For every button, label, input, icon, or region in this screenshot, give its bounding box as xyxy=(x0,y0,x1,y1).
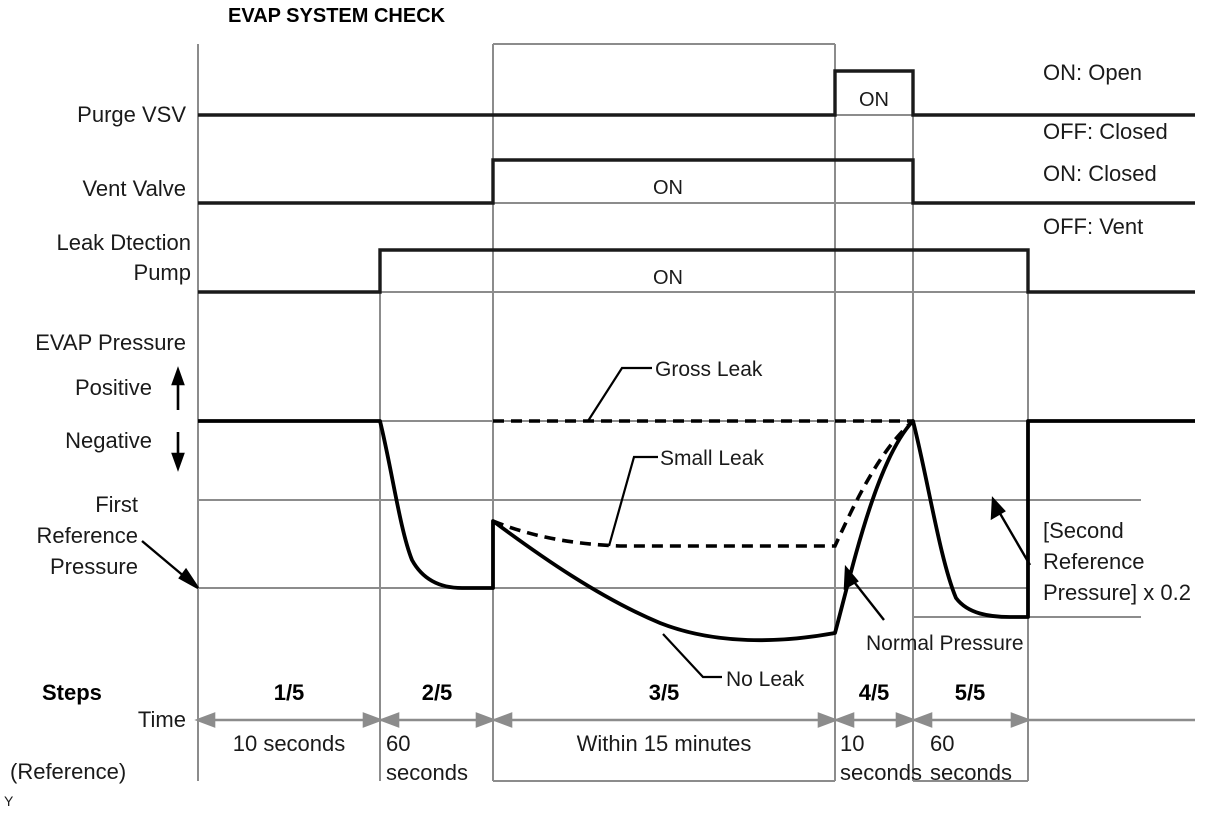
step-id-2: 2/5 xyxy=(422,680,453,705)
row-label-leak-pump-line1: Leak Dtection xyxy=(56,230,191,255)
gross-leak-label: Gross Leak xyxy=(655,358,763,381)
first-reference-arrow xyxy=(141,540,199,590)
time-label: Time xyxy=(138,707,186,732)
second-reference-arrow xyxy=(990,496,1032,566)
step-duration-1: 10 seconds xyxy=(233,731,346,756)
step-id-5: 5/5 xyxy=(955,680,986,705)
step-duration-4-line2: seconds xyxy=(840,760,922,785)
row-label-evap-pressure: EVAP Pressure xyxy=(35,330,186,355)
steps-label: Steps xyxy=(42,680,102,705)
leak-pump-on-label: ON xyxy=(653,267,683,289)
normal-pressure-leader xyxy=(843,564,885,621)
step-duration-5-line2: seconds xyxy=(930,760,1012,785)
step-id-3: 3/5 xyxy=(649,680,680,705)
step-duration-3: Within 15 minutes xyxy=(577,731,752,756)
right-label-purge-off: OFF: Closed xyxy=(1043,119,1168,144)
second-ref-line1: [Second xyxy=(1043,518,1124,543)
gross-leak-leader xyxy=(587,366,652,422)
step-duration-2-line1: 60 xyxy=(386,731,410,756)
no-leak-label: No Leak xyxy=(726,668,805,691)
row-label-purge-vsv: Purge VSV xyxy=(77,102,186,127)
small-leak-label: Small Leak xyxy=(660,447,764,470)
normal-pressure-label: Normal Pressure xyxy=(866,632,1024,655)
vent-valve-waveform xyxy=(198,158,1195,205)
pressure-direction-arrows xyxy=(171,366,185,472)
purge-vsv-waveform xyxy=(198,69,1195,117)
small-leak-curve xyxy=(492,419,915,548)
vent-valve-on-label: ON xyxy=(653,177,683,199)
second-ref-line2: Reference xyxy=(1043,549,1145,574)
leak-pump-waveform xyxy=(198,248,1195,294)
row-label-first-ref-line1: First xyxy=(95,492,138,517)
step-id-4: 4/5 xyxy=(859,680,890,705)
step-duration-5-line1: 60 xyxy=(930,731,954,756)
row-label-leak-pump-line2: Pump xyxy=(134,260,191,285)
no-leak-leader xyxy=(662,633,722,679)
row-label-positive: Positive xyxy=(75,375,152,400)
purge-vsv-on-label: ON xyxy=(859,89,889,111)
no-leak-curve xyxy=(198,419,1195,643)
second-ref-line3: Pressure] x 0.2 xyxy=(1043,580,1191,605)
step-id-1: 1/5 xyxy=(274,680,305,705)
corner-marker: Y xyxy=(4,793,14,809)
right-label-vent-on: ON: Closed xyxy=(1043,161,1157,186)
step-duration-2-line2: seconds xyxy=(386,760,468,785)
step-duration-4-line1: 10 xyxy=(840,731,864,756)
small-leak-leader xyxy=(607,455,658,547)
reference-label: (Reference) xyxy=(10,759,126,784)
right-label-purge-on: ON: Open xyxy=(1043,60,1142,85)
timeline-arrows xyxy=(194,712,1195,728)
right-label-vent-off: OFF: Vent xyxy=(1043,214,1143,239)
row-label-negative: Negative xyxy=(65,428,152,453)
row-label-first-ref-line2: Reference xyxy=(36,523,138,548)
row-label-first-ref-line3: Pressure xyxy=(50,554,138,579)
page-title: EVAP SYSTEM CHECK xyxy=(228,5,446,27)
row-label-vent-valve: Vent Valve xyxy=(82,176,186,201)
